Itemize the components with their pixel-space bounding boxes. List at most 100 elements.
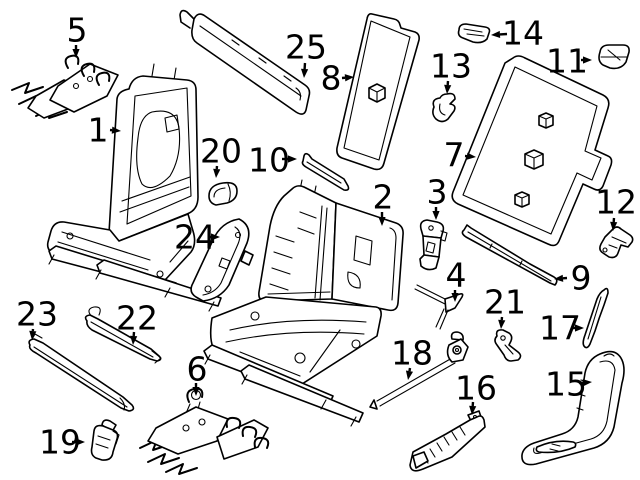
callout-14[interactable]: 14	[491, 14, 544, 53]
callout-17-number[interactable]: 17	[539, 309, 581, 348]
callout-12[interactable]: 12	[595, 183, 637, 232]
part-5-drawing	[11, 54, 119, 119]
part-1-drawing	[46, 63, 222, 312]
callout-7-arrowhead	[466, 152, 476, 160]
callout-19[interactable]: 19	[39, 423, 85, 462]
callout-21-number[interactable]: 21	[484, 283, 526, 322]
callout-4-arrowhead	[451, 293, 459, 302]
callout-11[interactable]: 11	[546, 42, 592, 81]
part-16-drawing	[409, 410, 486, 472]
part-17-drawing	[582, 287, 609, 349]
callout-7[interactable]: 7	[444, 136, 477, 175]
callout-3-arrowhead	[432, 211, 440, 220]
callout-18-arrowhead	[405, 370, 414, 380]
part-2-drawing	[203, 179, 404, 427]
callout-24-number[interactable]: 24	[174, 218, 216, 257]
callout-12-number[interactable]: 12	[595, 183, 637, 222]
callout-18-number[interactable]: 18	[391, 334, 433, 373]
part-18-drawing	[369, 331, 469, 410]
part-7-drawing	[451, 55, 613, 247]
part-19-drawing	[90, 419, 120, 461]
callout-10[interactable]: 10	[248, 141, 297, 180]
callout-10-arrowhead	[288, 155, 297, 163]
callout-4-number[interactable]: 4	[446, 256, 467, 295]
callout-11-arrowhead	[583, 56, 592, 64]
callout-14-number[interactable]: 14	[502, 14, 544, 53]
part-23-drawing	[28, 333, 135, 412]
callout-9-arrowhead	[554, 274, 564, 282]
callout-24-arrowhead	[211, 233, 220, 241]
callout-8[interactable]: 8	[321, 59, 355, 98]
callout-21[interactable]: 21	[484, 283, 526, 330]
callout-19-number[interactable]: 19	[39, 423, 81, 462]
callout-16[interactable]: 16	[455, 369, 497, 416]
callout-1-number[interactable]: 1	[88, 111, 109, 150]
callout-25[interactable]: 25	[285, 28, 327, 79]
callout-9-number[interactable]: 9	[571, 259, 592, 298]
part-11-drawing	[598, 44, 630, 70]
callout-15-number[interactable]: 15	[545, 365, 587, 404]
callout-13[interactable]: 13	[430, 47, 472, 95]
callout-7-number[interactable]: 7	[444, 136, 465, 175]
callout-20-number[interactable]: 20	[200, 132, 242, 171]
part-15-drawing	[521, 350, 625, 466]
callout-2[interactable]: 2	[373, 178, 394, 227]
callout-10-number[interactable]: 10	[248, 141, 290, 180]
callout-23[interactable]: 23	[16, 295, 58, 341]
part-3-drawing	[419, 219, 448, 271]
part-25-drawing	[179, 9, 311, 115]
parts-layer	[11, 9, 634, 475]
part-21-drawing	[494, 329, 522, 362]
callout-13-arrowhead	[444, 84, 452, 94]
callout-6[interactable]: 6	[187, 350, 208, 397]
part-8-drawing	[336, 13, 420, 171]
callout-1[interactable]: 1	[88, 111, 122, 150]
callout-15-arrowhead	[582, 379, 592, 387]
callout-21-arrowhead	[498, 319, 506, 329]
callout-9[interactable]: 9	[554, 259, 592, 298]
callout-8-number[interactable]: 8	[321, 59, 342, 98]
callout-17[interactable]: 17	[539, 309, 584, 348]
callout-25-number[interactable]: 25	[285, 28, 327, 67]
callout-1-arrowhead	[111, 126, 121, 134]
part-22-drawing	[84, 306, 162, 364]
part-4-drawing	[414, 284, 464, 330]
callout-20[interactable]: 20	[200, 132, 242, 179]
part-12-drawing	[599, 226, 634, 259]
part-10-drawing	[301, 152, 350, 191]
callout-23-arrowhead	[29, 330, 37, 340]
callout-5-arrowhead	[72, 49, 80, 58]
callout-22[interactable]: 22	[116, 299, 158, 346]
callout-5[interactable]: 5	[67, 11, 88, 59]
callout-2-number[interactable]: 2	[373, 178, 394, 217]
callout-18[interactable]: 18	[391, 334, 433, 381]
callout-16-number[interactable]: 16	[455, 369, 497, 408]
callout-11-number[interactable]: 11	[546, 42, 588, 81]
part-13-drawing	[432, 92, 456, 123]
callout-6-number[interactable]: 6	[187, 350, 208, 389]
callout-5-number[interactable]: 5	[67, 11, 88, 50]
callout-25-arrowhead	[301, 68, 309, 78]
callout-4[interactable]: 4	[446, 256, 467, 303]
part-20-drawing	[208, 181, 238, 206]
callout-3-number[interactable]: 3	[427, 173, 448, 212]
callout-16-arrowhead	[469, 405, 477, 415]
callout-24[interactable]: 24	[174, 218, 220, 257]
callout-23-number[interactable]: 23	[16, 295, 58, 334]
callout-13-number[interactable]: 13	[430, 47, 472, 86]
callout-6-arrowhead	[192, 387, 200, 396]
callout-14-arrowhead	[491, 30, 501, 39]
callout-18-arrow	[408, 367, 412, 372]
callout-20-arrowhead	[213, 168, 221, 178]
callout-3[interactable]: 3	[427, 173, 448, 221]
callout-19-arrowhead	[76, 438, 85, 446]
callout-2-arrowhead	[378, 217, 386, 226]
callout-8-arrowhead	[344, 74, 354, 82]
callout-22-number[interactable]: 22	[116, 299, 158, 338]
part-6-drawing	[139, 387, 270, 475]
part-24-drawing	[190, 218, 254, 302]
callout-15[interactable]: 15	[545, 365, 592, 404]
